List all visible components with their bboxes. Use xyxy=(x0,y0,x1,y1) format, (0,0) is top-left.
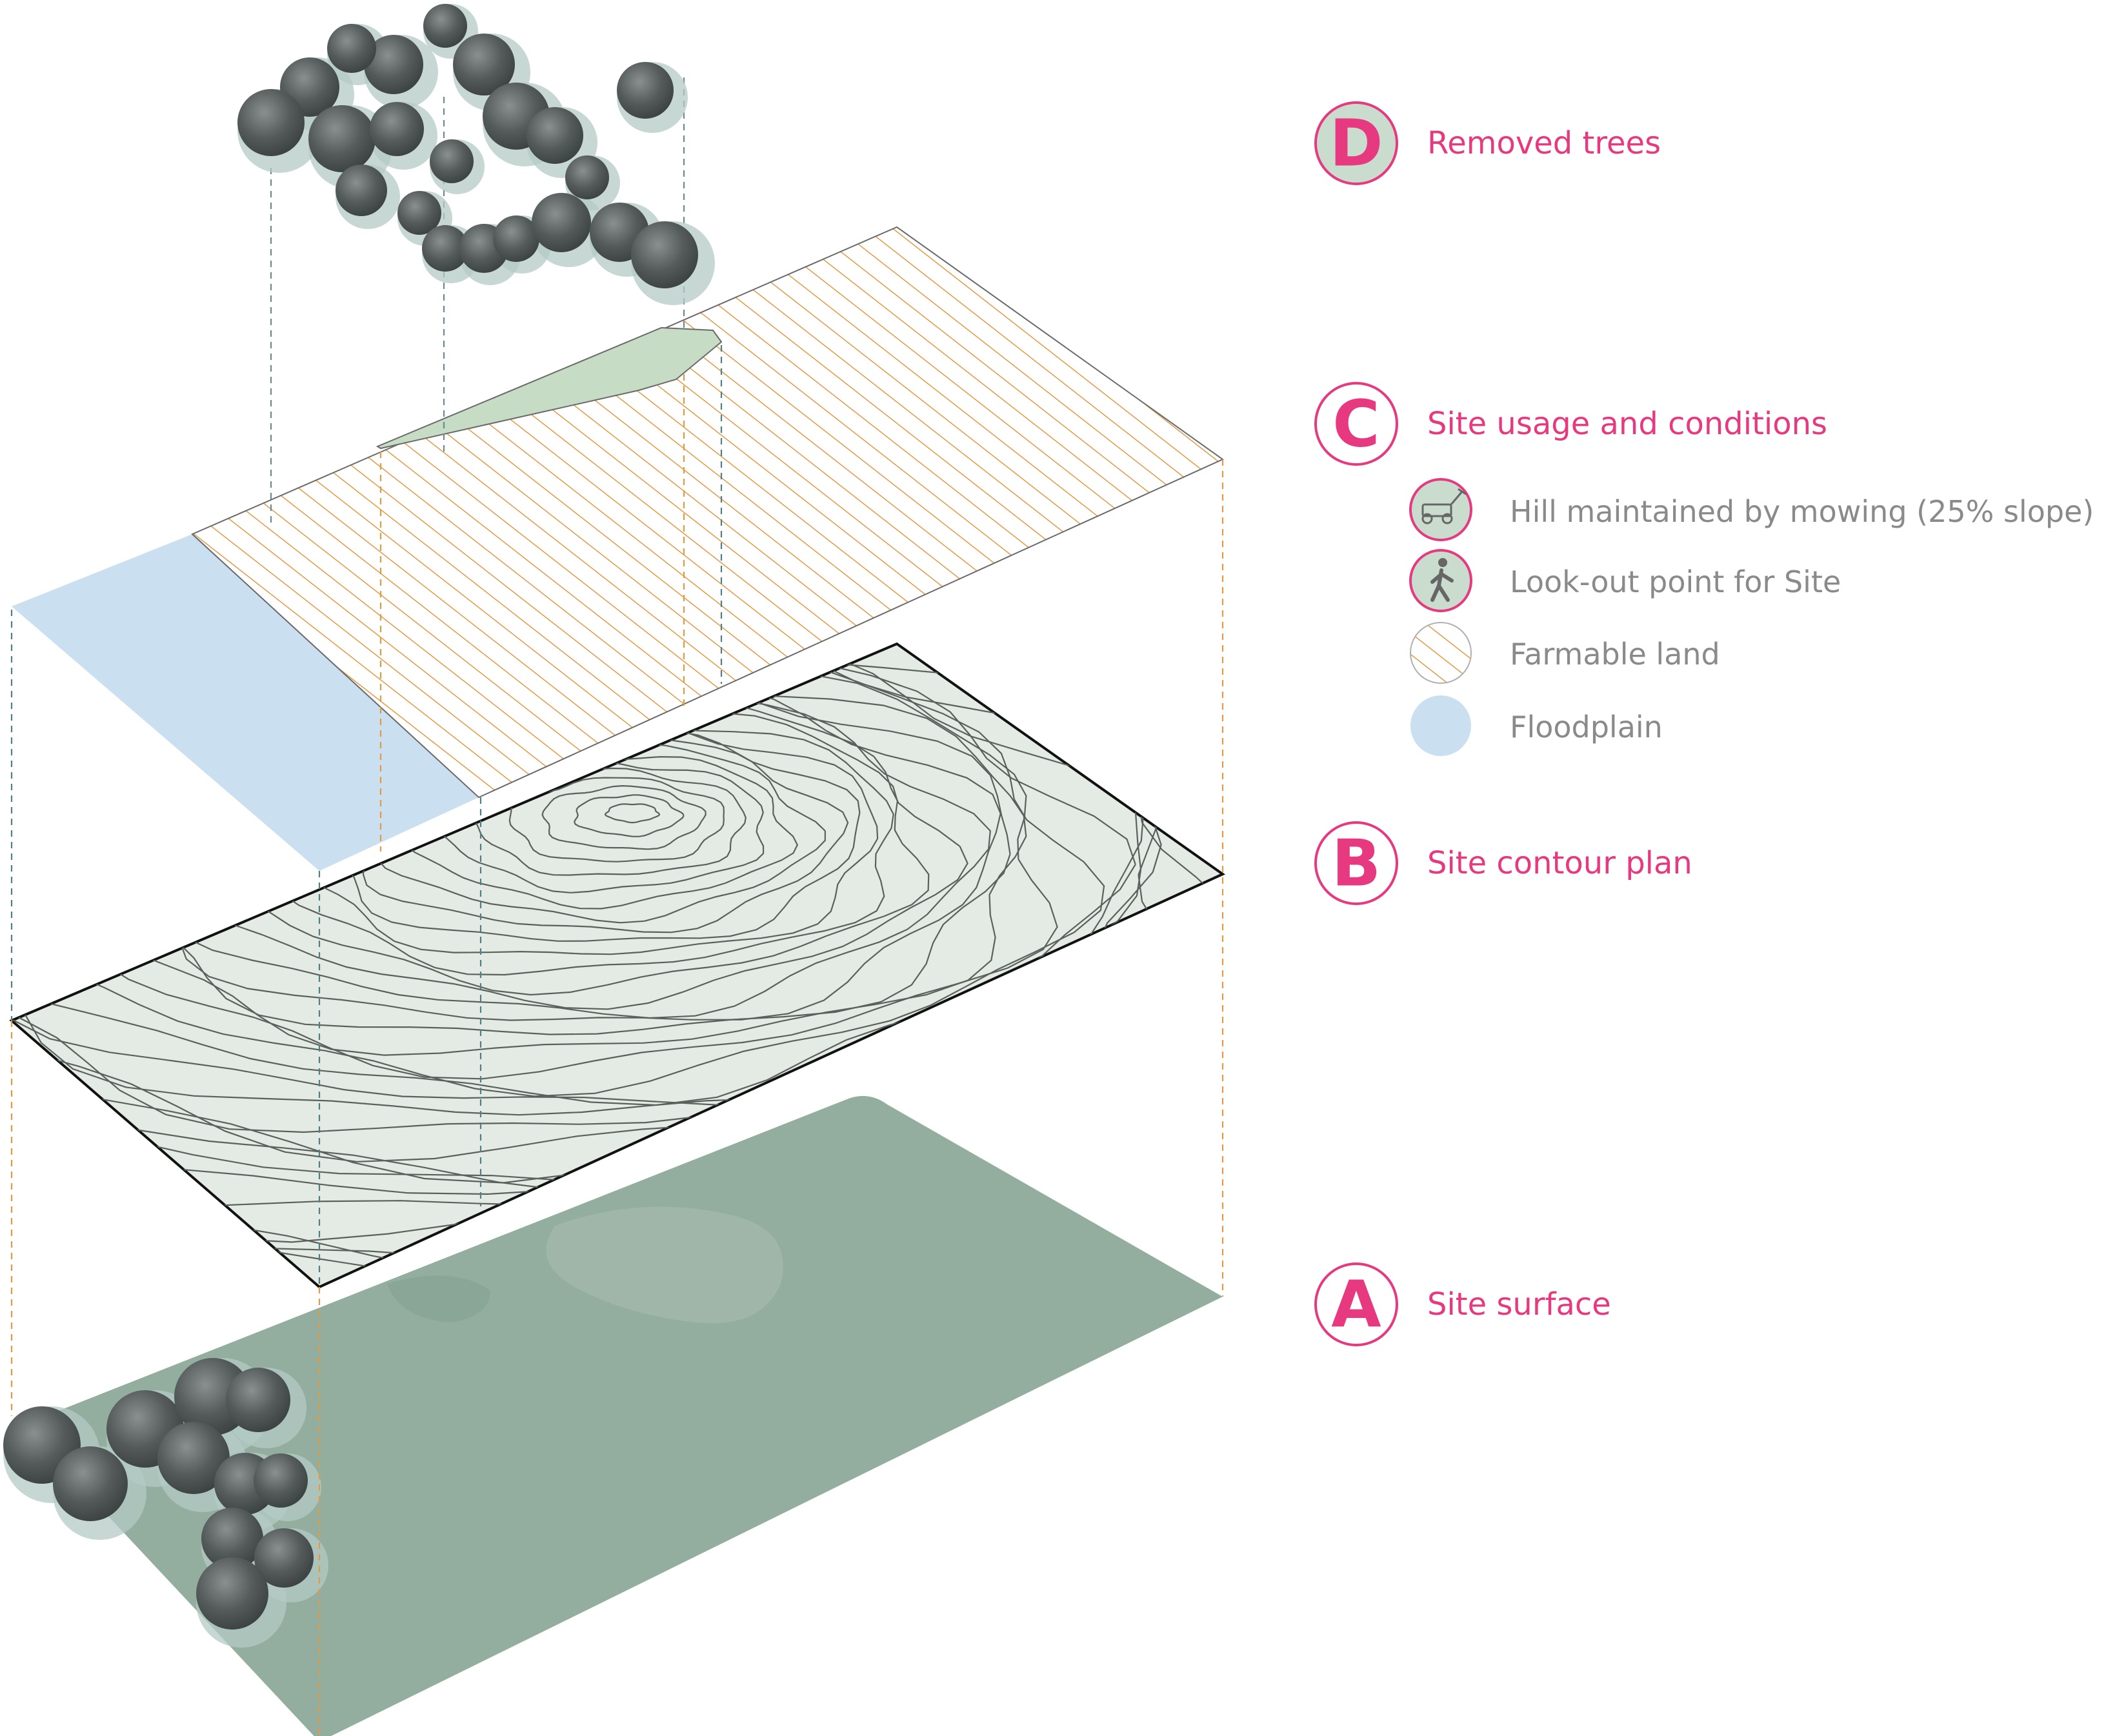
tree-canopy xyxy=(201,1508,263,1570)
tree-canopy xyxy=(336,165,387,216)
tree-canopy xyxy=(226,1368,290,1432)
legend-item-farmable: Farmable land xyxy=(1410,622,1720,684)
layer-title-c: Site usage and conditions xyxy=(1427,406,1827,442)
legend-label-lookout: Look-out point for Site xyxy=(1510,564,1841,599)
site-surface-layer xyxy=(39,1095,1223,1736)
badge-d xyxy=(1314,101,1398,185)
tree-canopy xyxy=(423,4,467,48)
legend-item-floodplain: Floodplain xyxy=(1410,695,1663,756)
badge-letter-b: B xyxy=(1332,826,1381,901)
contour-line xyxy=(541,784,707,850)
badge-letter-a: A xyxy=(1331,1267,1381,1342)
blue-circle-swatch xyxy=(1410,695,1471,756)
surface-light-patch xyxy=(546,1206,783,1324)
contour-line xyxy=(574,794,685,837)
tree-canopy xyxy=(453,34,515,95)
contour-line xyxy=(472,767,747,876)
tree-canopy xyxy=(308,105,376,172)
tree-canopy xyxy=(422,225,468,272)
mowed-hill-area xyxy=(376,326,723,450)
hatch-swatch xyxy=(1410,622,1472,684)
badge-b xyxy=(1314,821,1398,905)
badge-letter-c: C xyxy=(1332,386,1379,462)
lawn-mower-icon xyxy=(1409,478,1472,541)
tree-canopy xyxy=(631,221,698,288)
legend-item-mowing: Hill maintained by mowing (25% slope) xyxy=(1409,478,2094,541)
connector-lines xyxy=(10,77,1224,1736)
tree-canopy xyxy=(364,35,423,94)
badge-a xyxy=(1314,1262,1398,1346)
layer-label-d: D Removed trees xyxy=(1314,101,1661,185)
layer-title-d: Removed trees xyxy=(1427,125,1661,161)
tree-canopy xyxy=(327,24,376,73)
legend-label-floodplain: Floodplain xyxy=(1510,710,1663,744)
badge-letter-d: D xyxy=(1329,106,1383,181)
tree-canopy xyxy=(493,215,539,262)
site-surface-plane xyxy=(39,1095,1223,1736)
tree-canopy xyxy=(430,139,474,183)
layer-label-b: B Site contour plan xyxy=(1314,821,1692,905)
contour-line xyxy=(604,803,661,824)
tree-canopy xyxy=(157,1422,230,1494)
tree-canopy xyxy=(397,191,441,235)
layer-label-a: A Site surface xyxy=(1314,1262,1611,1346)
tree-canopy xyxy=(532,193,591,252)
tree-canopy xyxy=(565,155,609,199)
floodplain-area xyxy=(12,534,479,871)
site-usage-layer xyxy=(12,226,1224,871)
legend-label-farmable: Farmable land xyxy=(1510,637,1720,672)
layer-title-a: Site surface xyxy=(1427,1286,1611,1322)
tree-cluster-lower xyxy=(3,1358,328,1648)
tree-canopy xyxy=(196,1557,268,1630)
layer-label-c: C Site usage and conditions xyxy=(1314,382,1827,466)
tree-canopy xyxy=(53,1446,128,1521)
tree-canopy xyxy=(526,107,583,164)
tree-canopy xyxy=(254,1453,308,1508)
legend: Hill maintained by mowing (25% slope) Lo… xyxy=(1409,478,2094,756)
legend-label-mowing: Hill maintained by mowing (25% slope) xyxy=(1510,494,2094,529)
contour-line xyxy=(508,777,725,863)
tree-canopy xyxy=(370,102,424,156)
layer-title-b: Site contour plan xyxy=(1427,845,1692,881)
tree-cluster-upper xyxy=(237,4,715,305)
legend-item-lookout: Look-out point for Site xyxy=(1409,549,1841,612)
surface-dark-patch xyxy=(387,1275,490,1322)
tree-canopy xyxy=(237,89,305,156)
lawn-mower-glyph xyxy=(1421,488,1467,524)
tree-canopy xyxy=(617,62,674,119)
badge-c xyxy=(1314,382,1398,466)
pedestrian-glyph xyxy=(1430,558,1454,602)
tree-canopy xyxy=(254,1528,314,1588)
